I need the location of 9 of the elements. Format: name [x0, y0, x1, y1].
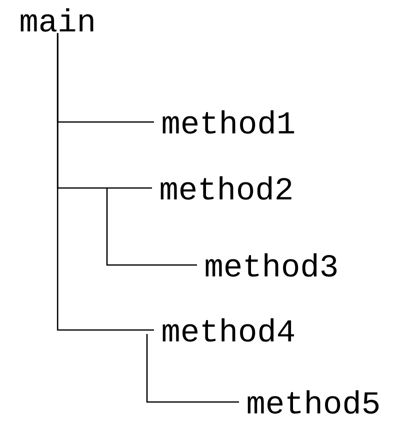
method-label: method4	[162, 318, 294, 342]
method-label: method2	[160, 176, 292, 200]
tree-connector	[56, 32, 154, 331]
root-label: main	[20, 8, 94, 32]
method-label: method1	[162, 110, 294, 134]
tree-connector	[106, 188, 197, 266]
tree-connector	[146, 334, 239, 403]
method-label: method5	[248, 390, 379, 414]
method-label: method3	[206, 253, 337, 277]
